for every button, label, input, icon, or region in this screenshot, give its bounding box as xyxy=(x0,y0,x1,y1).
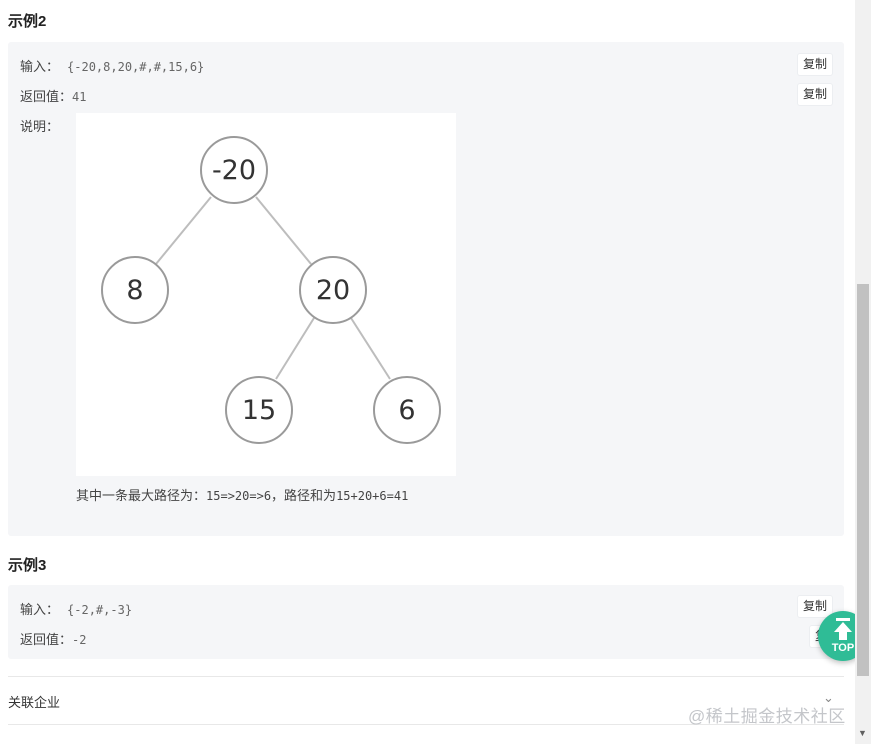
copy-input-button[interactable]: 复制 xyxy=(797,54,832,75)
divider xyxy=(8,724,844,725)
copy-input-button[interactable]: 复制 xyxy=(797,596,832,617)
explain-label: 说明： xyxy=(20,119,60,134)
tree-node-right xyxy=(299,256,367,324)
output-value: 41 xyxy=(72,90,87,104)
scrollbar[interactable]: ▼ xyxy=(855,0,871,744)
example3-output-row: 返回值：-2 xyxy=(20,629,86,648)
tree-node-right-value: 20 xyxy=(316,275,350,306)
tree-edge xyxy=(350,317,391,380)
tree-node-right-left-value: 15 xyxy=(242,395,276,426)
tree-edge xyxy=(275,317,315,380)
input-value: {-20,8,20,#,#,15,6} xyxy=(67,60,205,74)
tree-edge xyxy=(255,196,312,265)
tree-edge xyxy=(155,196,212,265)
divider xyxy=(8,676,844,677)
tree-node-left xyxy=(101,256,169,324)
input-label: 输入： xyxy=(20,59,60,74)
tree-svg: -20 8 20 15 6 xyxy=(101,136,441,444)
tree-node-right-right-value: 6 xyxy=(398,395,415,426)
binary-tree-diagram: -20 8 20 15 6 xyxy=(76,113,456,476)
output-label: 返回值： xyxy=(20,632,73,647)
input-label: 输入： xyxy=(20,602,60,617)
related-companies-label[interactable]: 关联企业 xyxy=(8,695,61,710)
example2-input-row: 输入： {-20,8,20,#,#,15,6} xyxy=(20,56,204,75)
chevron-down-icon[interactable]: ⌄ xyxy=(823,690,834,705)
example2-output-row: 返回值：41 xyxy=(20,86,86,105)
arrow-up-icon xyxy=(834,618,852,640)
tree-node-left-value: 8 xyxy=(126,275,143,306)
top-label: TOP xyxy=(831,642,855,654)
input-value: {-2,#,-3} xyxy=(67,603,133,617)
scroll-down-icon[interactable]: ▼ xyxy=(858,728,867,738)
example3-box: 输入：{-2,#,-3} 复制 返回值：-2 复 xyxy=(8,585,844,659)
output-label: 返回值： xyxy=(20,89,73,104)
example2-box: 输入： {-20,8,20,#,#,15,6} 复制 返回值：41 复制 说明： xyxy=(8,42,844,536)
output-value: -2 xyxy=(72,633,87,647)
scrollbar-thumb[interactable] xyxy=(857,284,869,676)
explanation-text: 其中一条最大路径为：15=>20=>6，路径和为15+20+6=41 xyxy=(76,488,409,503)
watermark: @稀土掘金技术社区 xyxy=(688,707,846,726)
example3-input-row: 输入： {-2,#,-3} xyxy=(20,599,132,618)
tree-node-root xyxy=(200,136,268,204)
tree-node-root-value: -20 xyxy=(212,155,256,186)
copy-output-button[interactable]: 复制 xyxy=(797,84,832,105)
tree-node-right-right xyxy=(373,376,441,444)
example2-heading: 示例2 xyxy=(8,13,47,30)
tree-node-right-left xyxy=(225,376,293,444)
example3-heading: 示例3 xyxy=(8,557,47,574)
